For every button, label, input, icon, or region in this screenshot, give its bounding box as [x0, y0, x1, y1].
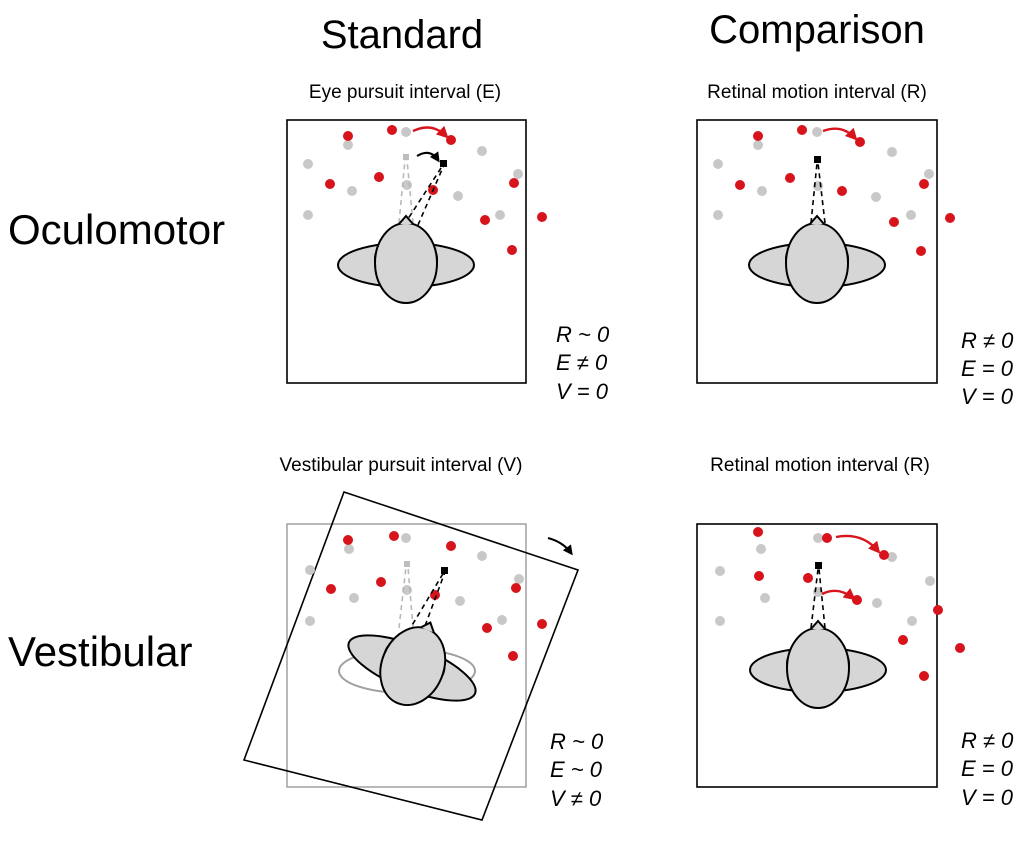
rotated-scene-frame — [242, 490, 580, 821]
observer-head — [748, 215, 886, 304]
equation-e: E = 0 — [961, 356, 1014, 381]
fixation-point-initial — [404, 561, 410, 567]
equation-r: R ≠ 0 — [961, 328, 1014, 353]
panel-subtitle: Retinal motion interval (R) — [707, 82, 927, 103]
equation-r: R ≠ 0 — [961, 728, 1014, 753]
panel-oculomotor-comparison: Retinal motion interval (R) R ≠ 0 E = 0 … — [696, 82, 1014, 409]
fixation-point-initial — [403, 154, 409, 160]
dot-field — [713, 125, 955, 256]
observer-head — [337, 215, 475, 304]
panel-oculomotor-standard: Eye pursuit interval (E) R ~ 0 E ≠ 0 V =… — [286, 82, 610, 404]
column-heading-comparison: Comparison — [709, 8, 925, 52]
row-heading-oculomotor: Oculomotor — [8, 206, 225, 253]
dot-motion-arrow — [822, 127, 858, 141]
panel-vestibular-comparison: Retinal motion interval (R) R ≠ 0 E = 0 … — [696, 455, 1014, 810]
column-heading-standard: Standard — [321, 13, 483, 57]
eye-pursuit-arrow — [416, 151, 440, 163]
equation-e: E ≠ 0 — [556, 350, 608, 375]
dot-motion-arrow-large — [835, 534, 881, 554]
fixation-point — [815, 562, 822, 569]
equation-v: V = 0 — [961, 785, 1014, 810]
panel-vestibular-standard: Vestibular pursuit interval (V) R ~ 0 E … — [242, 455, 604, 821]
fixation-point — [814, 156, 821, 163]
panel-subtitle: Eye pursuit interval (E) — [309, 82, 501, 103]
scene-frame — [696, 523, 938, 788]
fixation-point — [440, 160, 447, 167]
equation-e: E = 0 — [961, 756, 1014, 781]
equation-r: R ~ 0 — [550, 729, 604, 754]
dot-motion-arrow-small — [821, 588, 856, 601]
equation-v: V = 0 — [556, 379, 609, 404]
equation-v: V ≠ 0 — [550, 786, 602, 811]
fixation-point — [441, 567, 448, 574]
equation-v: V = 0 — [961, 384, 1014, 409]
dot-motion-arrow — [412, 125, 449, 139]
observer-head — [749, 620, 887, 709]
dot-field — [305, 531, 547, 661]
scene-frame — [286, 119, 527, 384]
scene-frame — [696, 119, 938, 384]
equation-e: E ~ 0 — [550, 757, 603, 782]
row-heading-vestibular: Vestibular — [8, 628, 192, 675]
ghost-scene-frame — [286, 523, 527, 788]
panel-subtitle: Vestibular pursuit interval (V) — [280, 455, 523, 476]
rotation-arrow — [547, 537, 573, 556]
panel-subtitle: Retinal motion interval (R) — [710, 455, 930, 476]
dot-field — [303, 125, 547, 255]
equation-r: R ~ 0 — [556, 322, 610, 347]
